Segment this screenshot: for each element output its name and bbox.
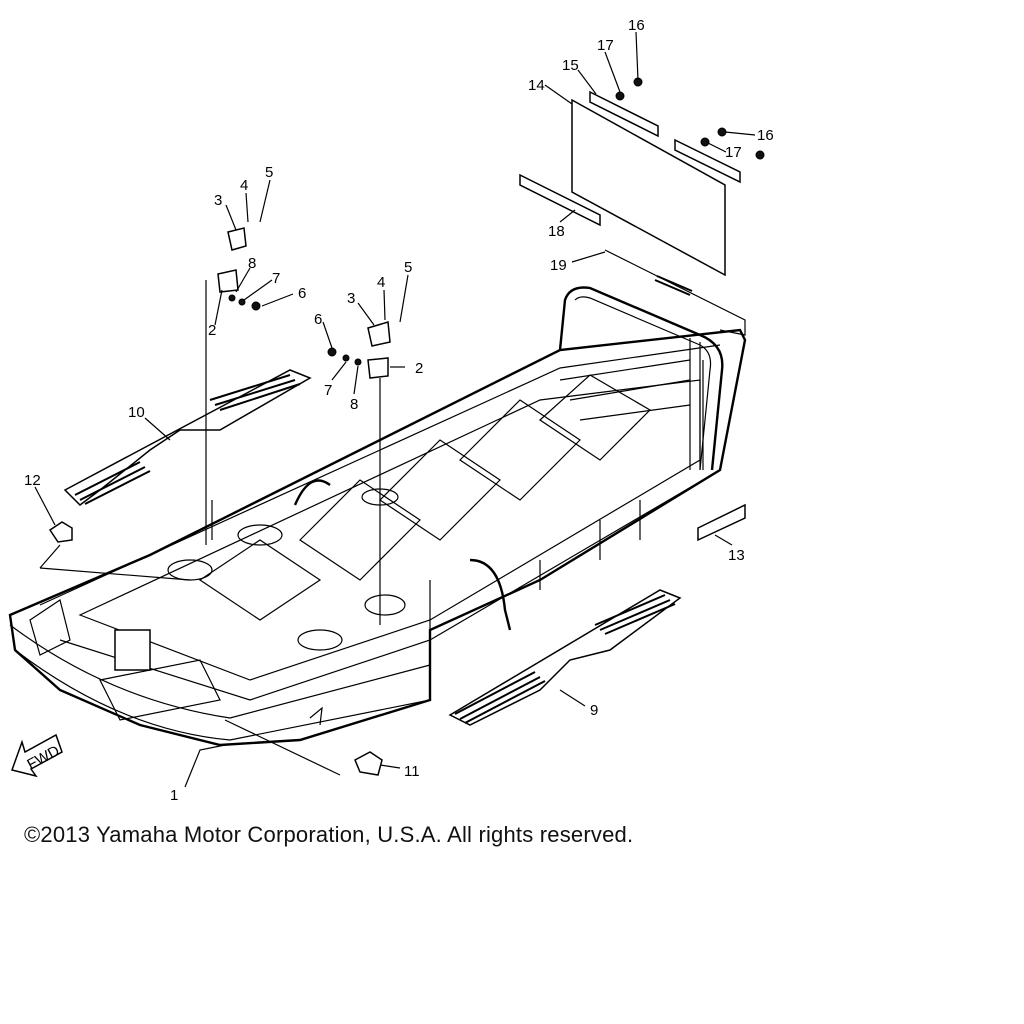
running-board-left bbox=[63, 369, 312, 506]
callout-16-top: 16 bbox=[628, 17, 645, 34]
callout-17-right: 17 bbox=[725, 144, 742, 161]
callout-17-top: 17 bbox=[597, 37, 614, 54]
leader-lines bbox=[34, 31, 756, 788]
seat-hinge-left bbox=[205, 227, 261, 545]
callout-2-right: 2 bbox=[415, 360, 423, 377]
callout-13: 13 bbox=[728, 547, 745, 564]
callout-6-left: 6 bbox=[298, 285, 306, 302]
callout-8-left: 8 bbox=[248, 255, 256, 272]
callout-8-right: 8 bbox=[350, 396, 358, 413]
callout-9: 9 bbox=[590, 702, 598, 719]
callout-7-right: 7 bbox=[324, 382, 332, 399]
running-board-right bbox=[448, 589, 682, 726]
frame-hull bbox=[8, 328, 747, 747]
callout-19: 19 bbox=[550, 257, 567, 274]
bracket-11 bbox=[354, 751, 383, 776]
rear-rack bbox=[198, 286, 724, 700]
callout-18: 18 bbox=[548, 223, 565, 240]
callout-10: 10 bbox=[128, 404, 145, 421]
floor-details bbox=[29, 479, 512, 726]
callout-15: 15 bbox=[562, 57, 579, 74]
callout-6-right: 6 bbox=[314, 311, 322, 328]
callout-labels: 1 2 2 3 3 4 4 5 5 6 6 7 7 8 8 9 10 11 12… bbox=[24, 17, 774, 800]
emblem-13 bbox=[697, 503, 746, 542]
callout-3-left: 3 bbox=[214, 192, 222, 209]
mud-flap-assembly bbox=[519, 77, 765, 470]
bracket-12 bbox=[48, 521, 73, 543]
callout-5-right: 5 bbox=[404, 259, 412, 276]
seat-hinge-right bbox=[327, 321, 391, 625]
callout-2-left: 2 bbox=[208, 322, 216, 339]
parts-exploded-diagram: FWD 1 2 2 3 3 4 4 5 5 6 6 7 7 8 8 9 10 1… bbox=[8, 17, 774, 800]
copyright-notice: ©2013 Yamaha Motor Corporation, U.S.A. A… bbox=[24, 822, 634, 847]
callout-16-right: 16 bbox=[757, 127, 774, 144]
callout-5-left: 5 bbox=[265, 164, 273, 181]
callout-11: 11 bbox=[404, 763, 420, 780]
callout-14: 14 bbox=[528, 77, 545, 94]
callout-3-right: 3 bbox=[347, 290, 355, 307]
callout-12: 12 bbox=[24, 472, 41, 489]
callout-7-left: 7 bbox=[272, 270, 280, 287]
fwd-arrow: FWD bbox=[11, 733, 63, 778]
callout-1: 1 bbox=[170, 787, 178, 800]
callout-4-right: 4 bbox=[377, 274, 385, 291]
callout-4-left: 4 bbox=[240, 177, 248, 194]
